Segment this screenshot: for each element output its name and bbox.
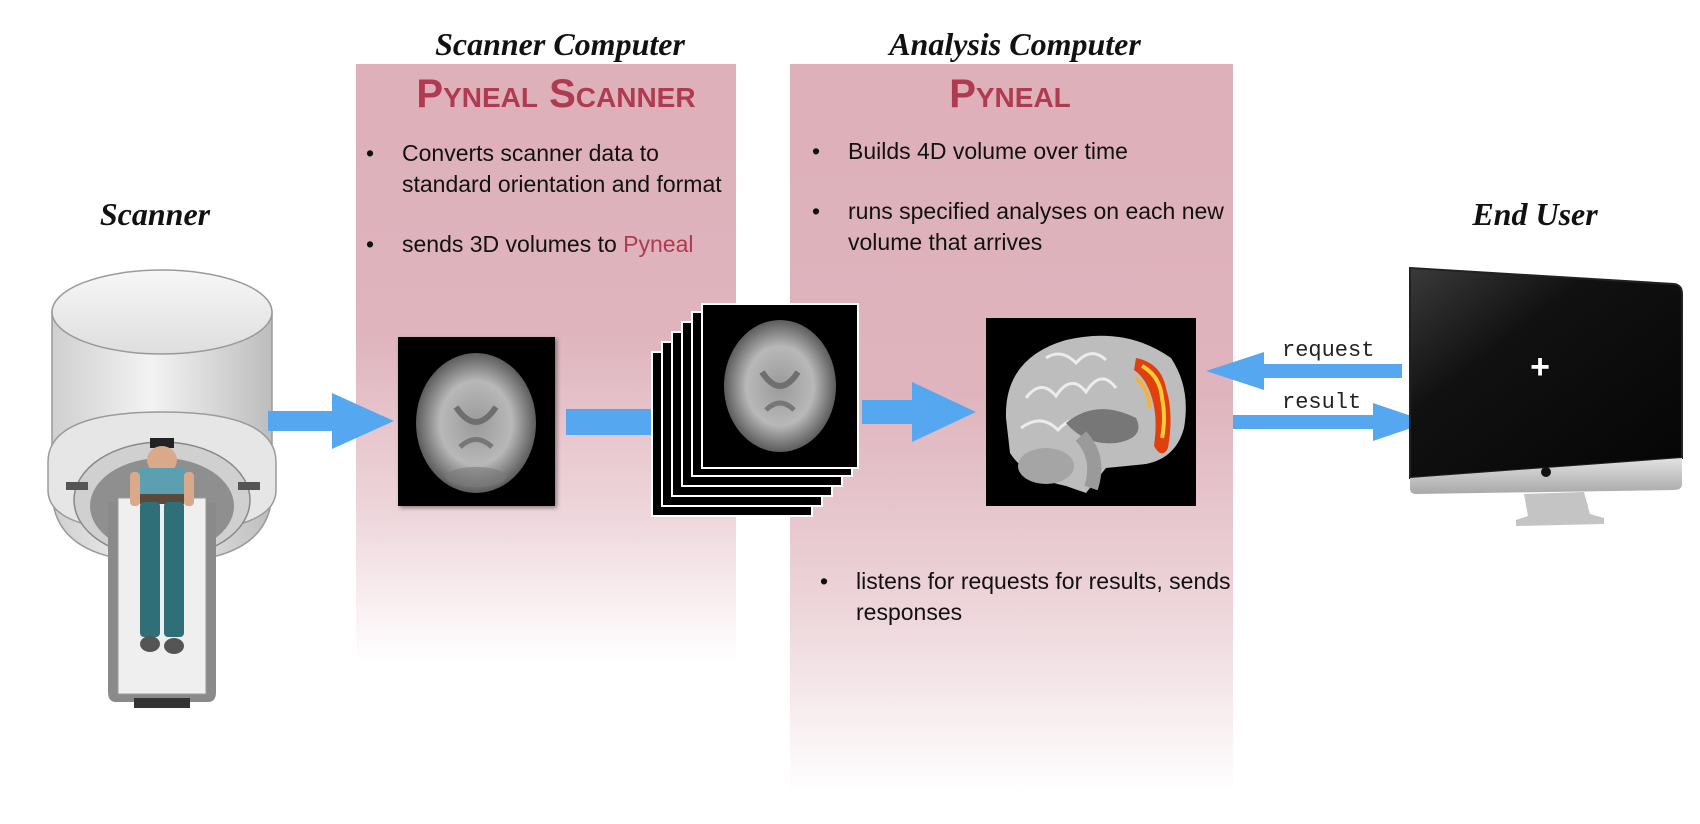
request-label: request [1282,338,1375,363]
scanner-title: Scanner [99,196,211,232]
end-user-title: End User [1472,196,1598,232]
brain-activation-icon [986,318,1196,506]
bullet-item: listens for requests for results, sends … [818,566,1238,628]
bullet-item: Converts scanner data to standard orient… [364,138,724,200]
pyneal-heading: Pyneal [949,72,1071,116]
volume-stack-icon [648,302,862,520]
cursor-symbol: + [1530,348,1550,386]
request-arrow [1206,352,1402,390]
analysis-computer-bullets: Builds 4D volume over time runs specifie… [810,136,1230,287]
bullet-text: listens for requests for results, sends … [856,568,1231,625]
analysis-computer-title: Analysis Computer [889,26,1141,62]
bullet-text: sends 3D volumes to [402,231,617,257]
scanner-computer-title: Scanner Computer [435,26,685,62]
result-label: result [1282,390,1362,415]
mri-scanner-icon [38,262,288,722]
pyneal-accent-text: Pyneal [623,231,694,257]
result-arrow [1233,403,1429,441]
bullet-item: sends 3D volumes to Pyneal [364,229,724,260]
arrow-scanner-to-slice [268,393,398,449]
pyneal-scanner-heading: Pyneal Scanner [416,72,696,116]
analysis-computer-bottom-bullets: listens for requests for results, sends … [818,566,1238,657]
bullet-text: runs specified analyses on each new volu… [848,198,1224,255]
monitor-icon: + [1404,262,1686,530]
brain-slice-icon [398,337,555,506]
scanner-computer-bullets: Converts scanner data to standard orient… [364,138,724,289]
arrow-stack-to-brain [862,382,978,442]
bullet-text: Builds 4D volume over time [848,138,1128,164]
bullet-item: Builds 4D volume over time [810,136,1230,167]
bullet-item: runs specified analyses on each new volu… [810,196,1230,258]
bullet-text: Converts scanner data to standard orient… [402,140,722,197]
